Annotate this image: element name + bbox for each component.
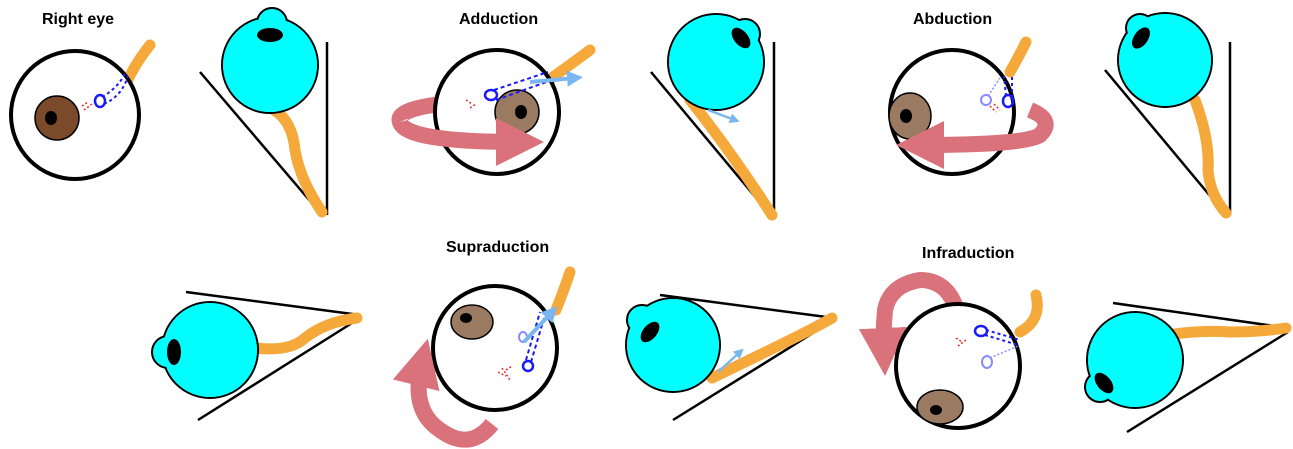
right-eye-front-panel: Right eye	[11, 11, 150, 179]
optic-nerve	[1195, 100, 1226, 213]
optic-nerve	[712, 318, 832, 378]
label-adduction: Adduction	[459, 11, 538, 28]
globe-fill	[1088, 313, 1182, 407]
label-infraduction: Infraduction	[922, 245, 1014, 262]
abduction-top-panel	[1105, 13, 1230, 215]
globe-fill	[627, 299, 719, 391]
pull-arrow	[708, 110, 735, 120]
infraduction-side-panel	[1085, 303, 1288, 432]
optic-nerve	[556, 272, 570, 310]
pupil	[257, 28, 283, 42]
optic-nerve	[1020, 295, 1037, 332]
globe-fill	[1119, 14, 1211, 106]
label-right-eye: Right eye	[42, 11, 114, 28]
pupil	[167, 339, 181, 365]
optic-nerve	[1168, 328, 1286, 335]
iris	[451, 305, 493, 339]
globe-fill	[669, 15, 763, 109]
infraduction-front-panel: Infraduction	[884, 245, 1038, 428]
pupil	[515, 105, 527, 119]
optic-nerve	[270, 108, 322, 212]
label-abduction: Abduction	[913, 11, 992, 28]
abduction-front-panel: Abduction	[889, 11, 1046, 174]
right-eye-top-panel	[200, 8, 327, 215]
supraduction-side-rotated-panel	[626, 295, 834, 420]
supraduction-side-neutral-panel	[152, 292, 360, 420]
pupil	[900, 109, 912, 123]
optic-nerve	[1010, 42, 1026, 72]
adduction-top-panel	[651, 14, 774, 217]
optic-nerve	[255, 318, 357, 349]
label-supraduction: Supraduction	[446, 239, 549, 256]
adduction-front-panel: Adduction	[400, 11, 591, 174]
eye-outline	[433, 286, 557, 410]
pupil	[45, 111, 57, 125]
pupil	[460, 313, 472, 323]
pupil	[930, 405, 942, 415]
supraduction-front-panel: Supraduction	[419, 239, 570, 440]
